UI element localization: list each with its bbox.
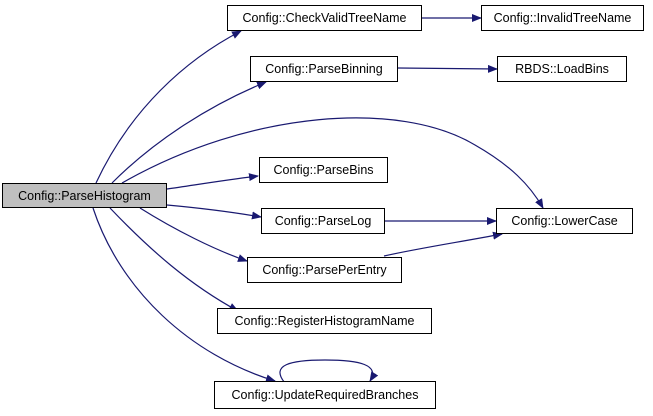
edge-parsehistogram-parselog (166, 204, 262, 220)
node-load-bins[interactable]: RBDS::LoadBins (497, 56, 627, 82)
node-parse-per-entry[interactable]: Config::ParsePerEntry (247, 257, 402, 283)
node-parse-binning[interactable]: Config::ParseBinning (250, 56, 398, 82)
edge-parsehistogram-parseperentry (139, 207, 248, 262)
edge-parsehistogram-parsebins (166, 173, 259, 190)
edge-parsebinning-loadbins (397, 64, 498, 73)
node-parse-log[interactable]: Config::ParseLog (261, 208, 385, 234)
edge-parsehistogram-checkvalidtreename (95, 30, 242, 184)
edge-parsehistogram-lowercase (121, 117, 544, 209)
edge-parsehistogram-parsebinning (111, 81, 267, 184)
node-invalid-tree-name[interactable]: Config::InvalidTreeName (481, 5, 644, 31)
edge-updaterequiredbranches-self (279, 359, 379, 384)
node-parse-histogram: Config::ParseHistogram (2, 183, 167, 208)
node-lower-case[interactable]: Config::LowerCase (496, 208, 633, 234)
node-update-required-branches[interactable]: Config::UpdateRequiredBranches (214, 381, 436, 409)
edge-parseperentry-lowercase (383, 231, 503, 257)
edge-parsehistogram-updaterequiredbranches (92, 207, 276, 383)
node-register-histogram-name[interactable]: Config::RegisterHistogramName (217, 308, 432, 334)
edge-parsehistogram-registerhistogramname (109, 207, 239, 312)
node-check-valid-tree-name[interactable]: Config::CheckValidTreeName (227, 5, 422, 31)
node-parse-bins[interactable]: Config::ParseBins (259, 157, 388, 183)
